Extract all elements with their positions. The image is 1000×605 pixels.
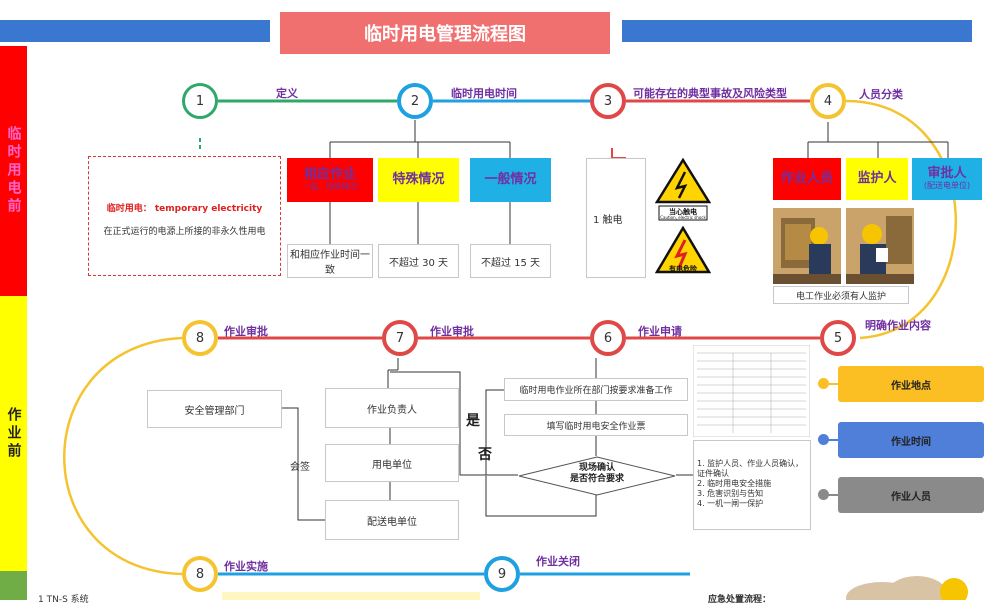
warning-sign-shock xyxy=(655,158,711,221)
warning-sign-shock-label: 当心触电 xyxy=(669,208,697,216)
step-node-2: 2 xyxy=(397,83,433,119)
checklist-item-3: 3. 危害识别与告知 xyxy=(697,489,764,498)
step-label-5: 明确作业内容 xyxy=(865,319,931,332)
step-label-6: 作业申请 xyxy=(638,325,682,338)
step-label-4: 人员分类 xyxy=(859,88,903,101)
time-box-work-title: 相应作业 xyxy=(303,167,356,183)
side-section-red: 临时用电前 xyxy=(0,46,27,296)
decision-text: 现场确认 是否符合要求 xyxy=(569,463,624,484)
right-card-people: 作业人员 xyxy=(838,477,984,513)
people-approver: 审批人 (配送电单位) xyxy=(912,158,982,200)
risk-item: 1 触电 xyxy=(593,214,623,226)
people-approver-sub: (配送电单位) xyxy=(923,180,971,190)
approval-chain-2: 用电单位 xyxy=(325,444,459,482)
cloud-illustration xyxy=(846,576,968,600)
side-section-green xyxy=(0,571,27,600)
time-box-work-sub: 一般、特殊情况 xyxy=(302,181,358,191)
application-step-2: 填写临时用电安全作业票 xyxy=(504,414,688,436)
step-node-5: 5 xyxy=(820,320,856,356)
step-label-3: 可能存在的典型事故及风险类型 xyxy=(633,87,787,100)
bottom-left-text: 1 TN-S 系统 xyxy=(38,595,89,605)
time-result-special: 不超过 30 天 xyxy=(378,244,459,278)
approval-dept-box: 安全管理部门 xyxy=(147,390,282,428)
form-document-thumbnail xyxy=(693,345,810,437)
top-bar-left xyxy=(0,20,270,42)
top-bar-right xyxy=(622,20,972,42)
step-label-8a: 作业审批 xyxy=(224,325,268,338)
right-card-dot-people xyxy=(818,489,829,500)
approval-countersign: 会签 xyxy=(290,462,310,473)
step-label-1: 定义 xyxy=(276,87,298,100)
approval-no-label: 否 xyxy=(478,447,492,463)
people-guardian: 监护人 xyxy=(846,158,908,200)
definition-desc: 在正式运行的电源上所接的非永久性用电 xyxy=(103,227,266,237)
people-caption: 电工作业必须有人监护 xyxy=(773,286,909,304)
checklist-item-2: 2. 临时用电安全措施 xyxy=(697,479,772,488)
checklist-item-4: 4. 一机一闸一保护 xyxy=(697,499,764,508)
people-worker-title: 作业人员 xyxy=(780,170,833,186)
approval-chain-3: 配送电单位 xyxy=(325,500,459,540)
warning-sign-electric-label: 有电危险 xyxy=(669,265,697,273)
step-node-8b: 8 xyxy=(182,556,218,592)
step-label-8b: 作业实施 xyxy=(224,560,268,573)
approval-chain-1: 作业负责人 xyxy=(325,388,459,428)
time-result-general: 不超过 15 天 xyxy=(470,244,551,278)
checklist-item-1: 1. 监护人员、作业人员确认，证件确认 xyxy=(697,459,804,478)
checklist-box: 1. 监护人员、作业人员确认，证件确认 2. 临时用电安全措施 3. 危害识别与… xyxy=(693,440,811,530)
worker-photo-1 xyxy=(773,208,841,284)
definition-box: 临时用电： temporary electricity 在正式运行的电源上所接的… xyxy=(88,156,281,276)
step-node-4: 4 xyxy=(810,83,846,119)
time-result-work: 和相应作业时间一致 xyxy=(287,244,373,278)
right-card-dot-time xyxy=(818,434,829,445)
decision-diamond xyxy=(518,456,676,496)
warning-sign-shock-en: Caution, electric shock xyxy=(660,215,706,220)
step-label-7: 作业审批 xyxy=(430,325,474,338)
time-box-general-title: 一般情况 xyxy=(484,171,537,187)
step-node-6: 6 xyxy=(590,320,626,356)
application-step-1: 临时用电作业所在部门按要求准备工作 xyxy=(504,378,688,401)
right-card-time: 作业时间 xyxy=(838,422,984,458)
step-node-1: 1 xyxy=(182,83,218,119)
step-node-7: 7 xyxy=(382,320,418,356)
worker-photo-2 xyxy=(846,208,914,284)
people-worker: 作业人员 xyxy=(773,158,841,200)
right-card-dot-location xyxy=(818,378,829,389)
time-box-general: 一般情况 xyxy=(470,158,551,202)
step-node-3: 3 xyxy=(590,83,626,119)
side-red-text: 临时用电前 xyxy=(5,126,22,216)
time-box-special: 特殊情况 xyxy=(378,158,459,202)
step-node-8a: 8 xyxy=(182,320,218,356)
time-box-work: 相应作业 一般、特殊情况 xyxy=(287,158,373,202)
bottom-highlight-strip xyxy=(222,592,480,600)
people-approver-title: 审批人 xyxy=(927,166,967,182)
right-card-location: 作业地点 xyxy=(838,366,984,402)
warning-sign-electric xyxy=(655,226,711,274)
definition-term: 临时用电： temporary electricity xyxy=(106,204,263,214)
step-label-9: 作业关闭 xyxy=(536,555,580,568)
time-box-special-title: 特殊情况 xyxy=(392,171,445,187)
side-section-yellow: 作业前 xyxy=(0,296,27,571)
step-node-9: 9 xyxy=(484,556,520,592)
risk-list-box: 1 触电 xyxy=(586,158,646,278)
people-guardian-title: 监护人 xyxy=(857,170,897,186)
approval-yes-label: 是 xyxy=(466,413,480,429)
bottom-right-text: 应急处置流程： xyxy=(708,595,772,605)
side-yellow-text: 作业前 xyxy=(5,406,22,461)
step-label-2: 临时用电时间 xyxy=(451,87,517,100)
page-title: 临时用电管理流程图 xyxy=(280,12,610,54)
